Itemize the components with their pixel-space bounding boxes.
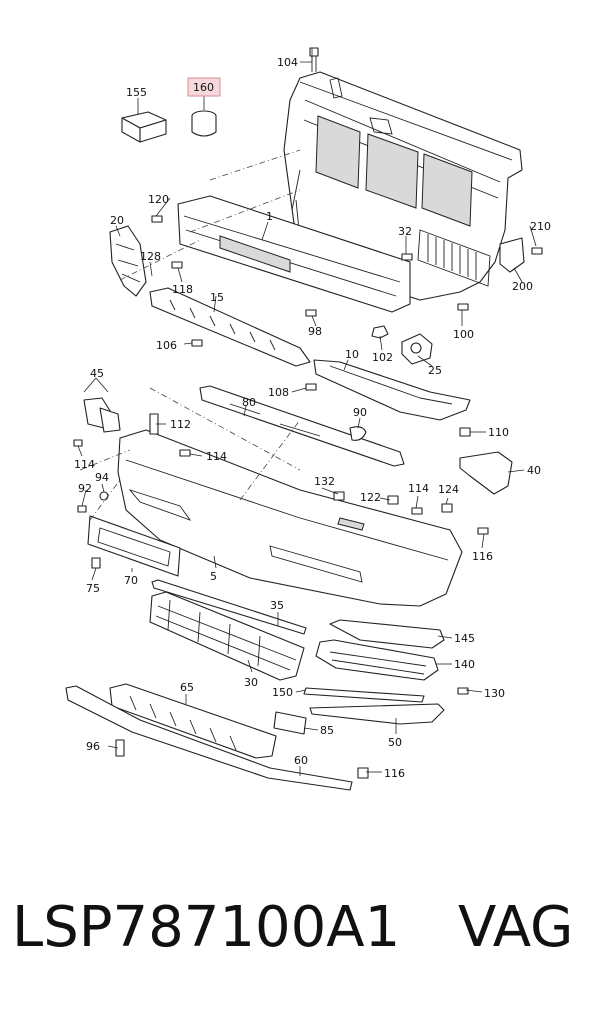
bracket-10: [313, 359, 471, 421]
callout-label: 90: [353, 406, 367, 419]
callout-label: 130: [484, 687, 505, 700]
callout-label: 96: [86, 740, 100, 753]
trim-150: [303, 687, 425, 703]
energy-absorber-15: [149, 287, 311, 367]
leader-lines: [77, 48, 537, 776]
callout-label: 35: [270, 599, 284, 612]
callout-label: 106: [156, 339, 177, 352]
callout-label: 85: [320, 724, 334, 737]
part-85: [273, 711, 307, 735]
part-155-block: [121, 111, 167, 143]
part-160-cap: [191, 110, 217, 137]
callout-label: 50: [388, 736, 402, 749]
callout-160-highlight: [187, 77, 221, 97]
callout-label: 65: [180, 681, 194, 694]
callout-label: 98: [308, 325, 322, 338]
callout-label: 1: [266, 210, 273, 223]
callout-label: 120: [148, 193, 169, 206]
callout-label: 20: [110, 214, 124, 227]
grille-insert-145: [329, 619, 445, 649]
callout-label: 5: [210, 570, 217, 583]
spoiler-60: [65, 685, 353, 791]
right-mount-200: [499, 237, 525, 273]
callout-label: 114: [206, 450, 227, 463]
callout-label: 32: [398, 225, 412, 238]
callout-label: 104: [277, 56, 298, 69]
assembly-lines: [79, 149, 301, 521]
grille-insert-140: [315, 639, 439, 681]
bushing-25: [401, 333, 433, 365]
callout-label: 155: [126, 86, 147, 99]
callout-label: 114: [408, 482, 429, 495]
brand-label: VAG: [458, 895, 574, 960]
nut-102: [371, 325, 389, 339]
callout-label: 116: [472, 550, 493, 563]
callout-label: 112: [170, 418, 191, 431]
exploded-parts-diagram: 104 155 160 120 1 20 128 118 32 210 200 …: [65, 47, 551, 791]
footer: LSP787100A1 VAG: [0, 895, 600, 975]
callout-label: 40: [527, 464, 541, 477]
bumper-reinforcement-bar: [177, 195, 411, 313]
callout-label: 102: [372, 351, 393, 364]
callout-label: 145: [454, 632, 475, 645]
callout-label: 108: [268, 386, 289, 399]
callout-label: 118: [172, 283, 193, 296]
callout-label: 30: [244, 676, 258, 689]
callout-label: 160: [193, 81, 214, 94]
bumper-cover-5: [117, 429, 463, 607]
callout-label: 70: [124, 574, 138, 587]
callout-label: 116: [384, 767, 405, 780]
callout-label: 124: [438, 483, 459, 496]
part-number: LSP787100A1: [12, 895, 401, 960]
left-bracket-20: [109, 225, 147, 297]
callout-label: 132: [314, 475, 335, 488]
bolt-104: [309, 47, 319, 72]
callout-label: 25: [428, 364, 442, 377]
callout-label: 150: [272, 686, 293, 699]
strip-35: [151, 579, 307, 635]
callout-labels: 104 155 160 120 1 20 128 118 32 210 200 …: [74, 56, 551, 780]
callout-label: 75: [86, 582, 100, 595]
callout-label: 60: [294, 754, 308, 767]
callout-label: 128: [140, 250, 161, 263]
callout-label: 10: [345, 348, 359, 361]
callout-label: 122: [360, 491, 381, 504]
callout-label: 80: [242, 396, 256, 409]
callout-label: 110: [488, 426, 509, 439]
cap-90: [349, 426, 367, 441]
plate-bracket-70: [87, 515, 181, 577]
callout-label: 210: [530, 220, 551, 233]
trim-50: [309, 703, 445, 725]
callout-label: 140: [454, 658, 475, 671]
callout-label: 15: [210, 291, 224, 304]
callout-label: 100: [453, 328, 474, 341]
callout-label: 200: [512, 280, 533, 293]
callout-label: 94: [95, 471, 109, 484]
sensor-45: [83, 397, 121, 433]
callout-label: 45: [90, 367, 104, 380]
strip-80: [199, 385, 405, 467]
callout-label: 114: [74, 458, 95, 471]
callout-label: 92: [78, 482, 92, 495]
fasteners: [73, 215, 543, 779]
bracket-40: [459, 451, 513, 495]
